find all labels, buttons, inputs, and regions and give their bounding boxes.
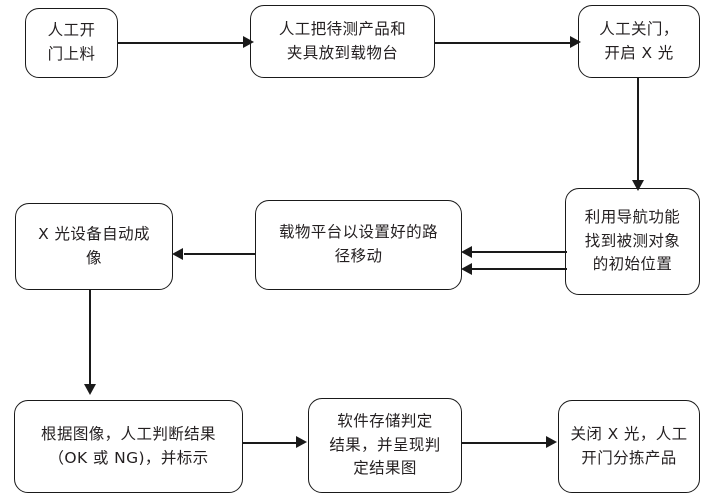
arrowhead-down-icon — [84, 384, 96, 395]
node-navigate-locate[interactable]: 利用导航功能 找到被测对象 的初始位置 — [565, 188, 700, 295]
node-open-door[interactable]: 人工开 门上料 — [25, 8, 118, 78]
arrowhead-right-icon — [243, 36, 254, 48]
node-open-door-label: 人工开 门上料 — [47, 21, 96, 63]
arrowhead-right-icon — [570, 36, 581, 48]
arrowhead-down-icon — [632, 180, 644, 191]
node-xray-auto-imaging-label: X 光设备自动成 像 — [38, 224, 150, 267]
node-close-door-xray-on-label: 人工关门， 开启 X 光 — [599, 19, 679, 62]
node-judge-result[interactable]: 根据图像，人工判断结果 （OK 或 NG)，并标示 — [14, 400, 243, 493]
edge-store-result-to-close-xray-sort — [462, 442, 547, 444]
node-close-xray-sort-product[interactable]: 关闭 X 光，人工 开门分拣产品 — [558, 400, 700, 493]
node-judge-result-label: 根据图像，人工判断结果 （OK 或 NG)，并标示 — [41, 424, 216, 467]
node-stage-move-label: 载物平台以设置好的路 径移动 — [278, 223, 438, 265]
node-store-result[interactable]: 软件存储判定 结果，并呈现判 定结果图 — [308, 398, 462, 493]
edge-xray-image-to-judge-result — [89, 290, 91, 385]
edge-navigate-locate-to-stage-move-lower — [472, 268, 567, 270]
arrowhead-right-icon — [546, 436, 557, 448]
node-xray-auto-imaging[interactable]: X 光设备自动成 像 — [15, 203, 173, 290]
node-navigate-locate-label: 利用导航功能 找到被测对象 的初始位置 — [584, 208, 681, 274]
edge-stage-move-to-xray-image — [184, 253, 256, 255]
edge-judge-result-to-store-result — [243, 442, 297, 444]
edge-open-door-to-load-product — [118, 42, 244, 44]
edge-navigate-locate-to-stage-move-upper — [472, 251, 567, 253]
node-store-result-label: 软件存储判定 结果，并呈现判 定结果图 — [329, 412, 441, 478]
node-stage-move[interactable]: 载物平台以设置好的路 径移动 — [255, 200, 462, 290]
arrowhead-left-icon — [172, 248, 183, 260]
node-load-product-label: 人工把待测产品和 夹具放到载物台 — [278, 19, 407, 62]
arrowhead-left-icon — [461, 263, 472, 275]
arrowhead-right-icon — [296, 436, 307, 448]
edge-close-xray-on-to-navigate-locate — [637, 78, 639, 181]
node-close-door-xray-on[interactable]: 人工关门， 开启 X 光 — [578, 5, 700, 78]
edge-load-product-to-close-xray-on — [435, 42, 571, 44]
node-load-product[interactable]: 人工把待测产品和 夹具放到载物台 — [250, 5, 435, 78]
node-close-xray-sort-product-label: 关闭 X 光，人工 开门分拣产品 — [570, 424, 688, 467]
arrowhead-left-icon — [461, 246, 472, 258]
